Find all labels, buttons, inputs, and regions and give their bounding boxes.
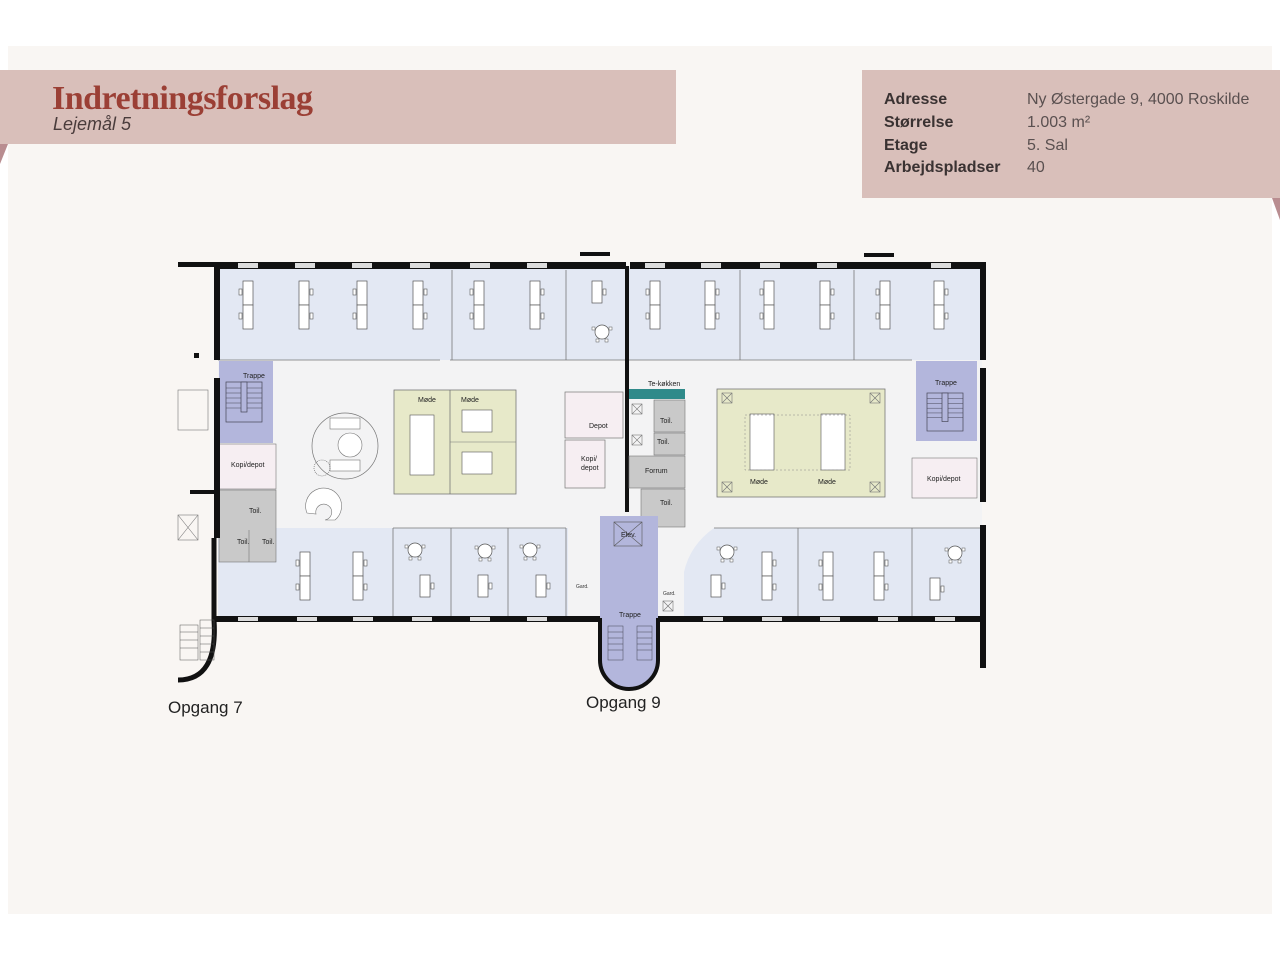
room-label: Trappe [935,380,957,387]
room-label: Toil. [249,508,262,515]
info-label: Størrelse [884,114,954,131]
room-label: Trappe [619,612,641,619]
room-label: Te-køkken [648,381,680,388]
room-label: Trappe [243,373,265,380]
office-zone-top-right [628,268,982,360]
room-label: Toil. [660,418,673,425]
restroom-c2 [653,432,686,456]
room-label: Gard. [663,591,676,597]
restroom-c1 [653,399,686,433]
room-label: Forrum [645,468,668,475]
lounge-area [311,412,379,480]
info-value: 5. Sal [1027,137,1068,154]
info-label: Etage [884,137,928,154]
copy-room-right [911,457,978,499]
room-label: Toil. [237,539,250,546]
entrance-label-opgang-7: Opgang 7 [168,698,243,717]
room-label: Møde [750,479,768,486]
title-banner-fold [0,144,8,164]
room-label: Gard. [576,584,589,590]
restroom-anteroom [628,455,686,489]
copy-room-center [564,439,606,489]
info-value: 1.003 m² [1027,114,1091,131]
info-label: Arbejdspladser [884,159,1001,176]
depot-room [564,391,624,439]
restrooms-left [218,489,277,563]
meeting-rooms-right [716,388,886,498]
entrance-label-opgang-9: Opgang 9 [586,693,661,712]
spiral-stair [305,487,342,521]
room-label: Kopi/depot [927,476,961,483]
room-label: Møde [461,397,479,404]
title-banner [0,70,676,144]
info-label: Adresse [884,91,948,108]
room-label: Kopi/ [581,456,597,463]
info-value: Ny Østergade 9, 4000 Roskilde [1027,91,1250,108]
page-title: Indretningsforslag [52,80,313,117]
kitchenette-counter [629,389,685,399]
room-label: Kopi/depot [231,462,265,469]
room-label: Depot [589,423,608,430]
info-panel-fold [1272,198,1280,220]
room-label: Møde [818,479,836,486]
stairwell-center [600,516,658,689]
copy-room-left [218,443,277,490]
info-value: 40 [1027,159,1045,176]
room-label: Elev. [621,532,636,539]
room-label: Toil. [657,439,670,446]
room-label: Møde [418,397,436,404]
room-label: Toil. [262,539,275,546]
info-panel [862,70,1280,198]
room-label: depot [581,465,599,472]
room-label: Toil. [660,500,673,507]
page-subtitle: Lejemål 5 [53,114,132,134]
